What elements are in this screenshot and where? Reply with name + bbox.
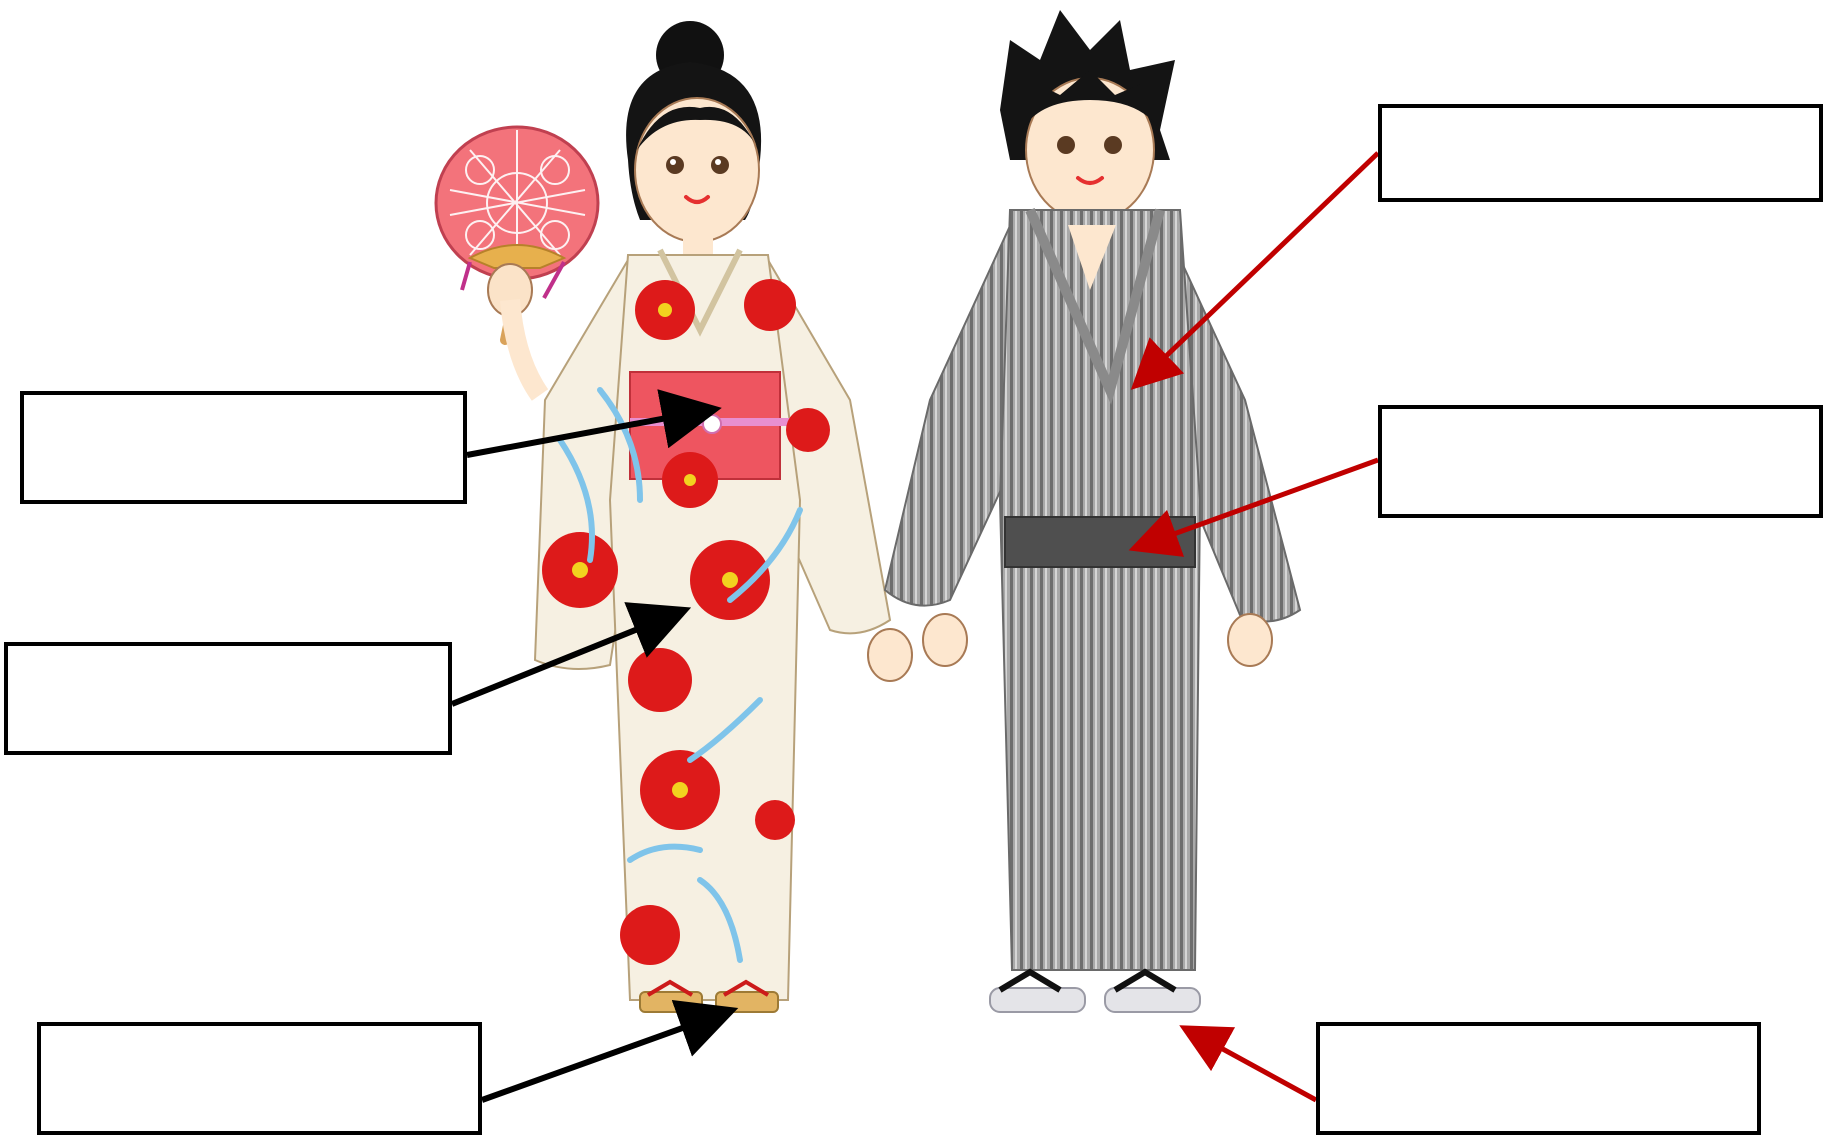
label-box-boy-geta[interactable]: [1316, 1022, 1761, 1135]
arrow-to-boy-robe: [1130, 151, 1380, 390]
label-box-girl-obi[interactable]: [20, 391, 467, 504]
uchiwa-fan-icon: [434, 125, 600, 345]
label-box-girl-robe[interactable]: [4, 642, 452, 755]
left-arrows: [450, 389, 739, 1103]
arrow-to-girl-geta: [480, 999, 739, 1103]
label-box-girl-geta[interactable]: [37, 1022, 482, 1135]
arrow-to-girl-obi: [466, 389, 722, 458]
girl-figure: [434, 21, 913, 1013]
arrow-to-girl-robe: [450, 602, 692, 707]
arrow-to-boy-geta: [1179, 1025, 1318, 1103]
arrow-to-boy-obi: [1128, 457, 1379, 557]
label-box-boy-obi[interactable]: [1378, 405, 1823, 518]
label-box-boy-robe[interactable]: [1378, 104, 1823, 202]
right-arrows: [1128, 151, 1380, 1103]
boy-figure: [883, 10, 1302, 1013]
